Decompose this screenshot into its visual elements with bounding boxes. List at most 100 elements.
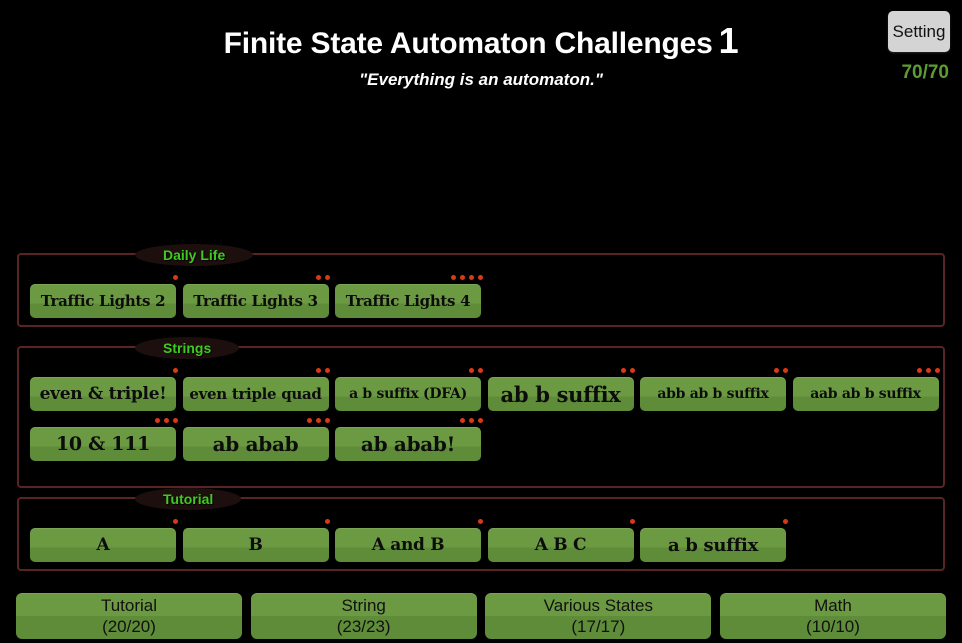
difficulty-dots bbox=[468, 368, 483, 373]
challenge-cell: aab ab b suffix bbox=[792, 367, 945, 411]
difficulty-dot-icon bbox=[450, 275, 456, 280]
difficulty-dots bbox=[459, 418, 483, 423]
challenge-cell: a b suffix bbox=[639, 518, 792, 562]
challenge-button[interactable]: Traffic Lights 2 bbox=[30, 284, 176, 318]
tab-tutorial[interactable]: Tutorial (20/20) bbox=[16, 593, 242, 639]
difficulty-dot-icon bbox=[468, 368, 474, 373]
section-label-strings: Strings bbox=[135, 337, 240, 359]
difficulty-dot-icon bbox=[325, 275, 330, 280]
difficulty-dot-icon bbox=[935, 368, 940, 373]
difficulty-dots bbox=[316, 275, 330, 280]
tab-various-states[interactable]: Various States (17/17) bbox=[485, 593, 712, 639]
difficulty-dots bbox=[477, 519, 483, 524]
difficulty-dot-icon bbox=[477, 519, 483, 524]
challenge-cell: A and B bbox=[334, 518, 487, 562]
challenge-cell: 10 & 111 bbox=[29, 417, 182, 461]
difficulty-dots bbox=[621, 368, 635, 373]
score-counter: 70/70 bbox=[901, 62, 949, 83]
tab-count: (10/10) bbox=[806, 617, 860, 636]
tab-math[interactable]: Math (10/10) bbox=[719, 593, 946, 639]
challenge-button[interactable]: even & triple! bbox=[30, 377, 176, 411]
difficulty-dot-icon bbox=[468, 418, 474, 423]
challenge-button[interactable]: Traffic Lights 3 bbox=[182, 284, 329, 318]
challenge-button[interactable]: abb ab b suffix bbox=[640, 377, 786, 411]
challenge-button[interactable]: ab b suffix bbox=[487, 377, 634, 411]
challenge-cell: ab abab! bbox=[334, 417, 487, 461]
page-subtitle: "Everything is an automaton." bbox=[359, 70, 603, 89]
page-level: 1 bbox=[718, 20, 739, 61]
difficulty-dot-icon bbox=[459, 418, 465, 423]
challenge-button[interactable]: ab abab bbox=[182, 427, 329, 461]
tab-label: Various States bbox=[543, 596, 653, 615]
difficulty-dot-icon bbox=[477, 418, 483, 423]
difficulty-dots bbox=[172, 368, 178, 373]
difficulty-dot-icon bbox=[477, 275, 483, 280]
difficulty-dots bbox=[450, 275, 483, 280]
challenge-cell: Traffic Lights 2 bbox=[29, 274, 182, 318]
challenge-button[interactable]: 10 & 111 bbox=[30, 427, 176, 461]
tab-label: String bbox=[341, 596, 386, 615]
difficulty-dots bbox=[773, 368, 788, 373]
challenge-button[interactable]: ab abab! bbox=[335, 427, 481, 461]
difficulty-dot-icon bbox=[621, 368, 626, 373]
difficulty-dot-icon bbox=[325, 368, 330, 373]
challenge-cell: ab abab bbox=[182, 417, 335, 461]
section-label-tutorial: Tutorial bbox=[135, 488, 242, 510]
difficulty-dot-icon bbox=[926, 368, 931, 373]
challenge-button[interactable]: even triple quad bbox=[182, 377, 329, 411]
challenge-cell: ab b suffix bbox=[487, 367, 640, 411]
difficulty-dot-icon bbox=[307, 418, 312, 423]
difficulty-dot-icon bbox=[630, 519, 635, 524]
challenge-cell: even & triple! bbox=[29, 367, 182, 411]
challenge-cell: a b suffix (DFA) bbox=[334, 367, 487, 411]
challenge-button[interactable]: A bbox=[30, 528, 176, 562]
difficulty-dot-icon bbox=[325, 519, 330, 524]
setting-button[interactable]: Setting bbox=[888, 11, 950, 52]
challenge-button[interactable]: a b suffix bbox=[640, 528, 786, 562]
difficulty-dot-icon bbox=[917, 368, 922, 373]
page-title-text: Finite State Automaton Challenges bbox=[223, 27, 713, 60]
difficulty-dot-icon bbox=[172, 275, 178, 280]
difficulty-dot-icon bbox=[782, 519, 788, 524]
difficulty-dot-icon bbox=[172, 519, 178, 524]
difficulty-dots bbox=[172, 519, 178, 524]
challenge-button[interactable]: A B C bbox=[487, 528, 634, 562]
challenge-cell: abb ab b suffix bbox=[639, 367, 792, 411]
difficulty-dot-icon bbox=[172, 418, 178, 423]
difficulty-dots bbox=[307, 418, 330, 423]
difficulty-dots bbox=[154, 418, 178, 423]
tab-label: Tutorial bbox=[100, 596, 158, 615]
tab-label: Math bbox=[814, 596, 852, 615]
tab-count: (20/20) bbox=[102, 617, 156, 636]
tab-count: (17/17) bbox=[571, 617, 626, 636]
difficulty-dot-icon bbox=[172, 368, 178, 373]
difficulty-dots bbox=[782, 519, 788, 524]
tab-string[interactable]: String(23/23) bbox=[250, 593, 477, 639]
difficulty-dot-icon bbox=[477, 368, 483, 373]
difficulty-dot-icon bbox=[459, 275, 465, 280]
difficulty-dot-icon bbox=[468, 275, 474, 280]
section-label-daily-life: Daily Life bbox=[135, 244, 254, 266]
challenge-cell: Traffic Lights 3 bbox=[182, 274, 335, 318]
difficulty-dots bbox=[917, 368, 940, 373]
difficulty-dots bbox=[325, 519, 330, 524]
challenge-button[interactable]: Traffic Lights 4 bbox=[335, 284, 481, 318]
challenge-button[interactable]: a b suffix (DFA) bbox=[335, 377, 481, 411]
challenge-button[interactable]: aab ab b suffix bbox=[792, 377, 939, 411]
challenge-cell: even triple quad bbox=[182, 367, 335, 411]
challenge-button[interactable]: A and B bbox=[335, 528, 481, 562]
challenge-button[interactable]: B bbox=[182, 528, 329, 562]
difficulty-dot-icon bbox=[325, 418, 330, 423]
difficulty-dots bbox=[316, 368, 330, 373]
